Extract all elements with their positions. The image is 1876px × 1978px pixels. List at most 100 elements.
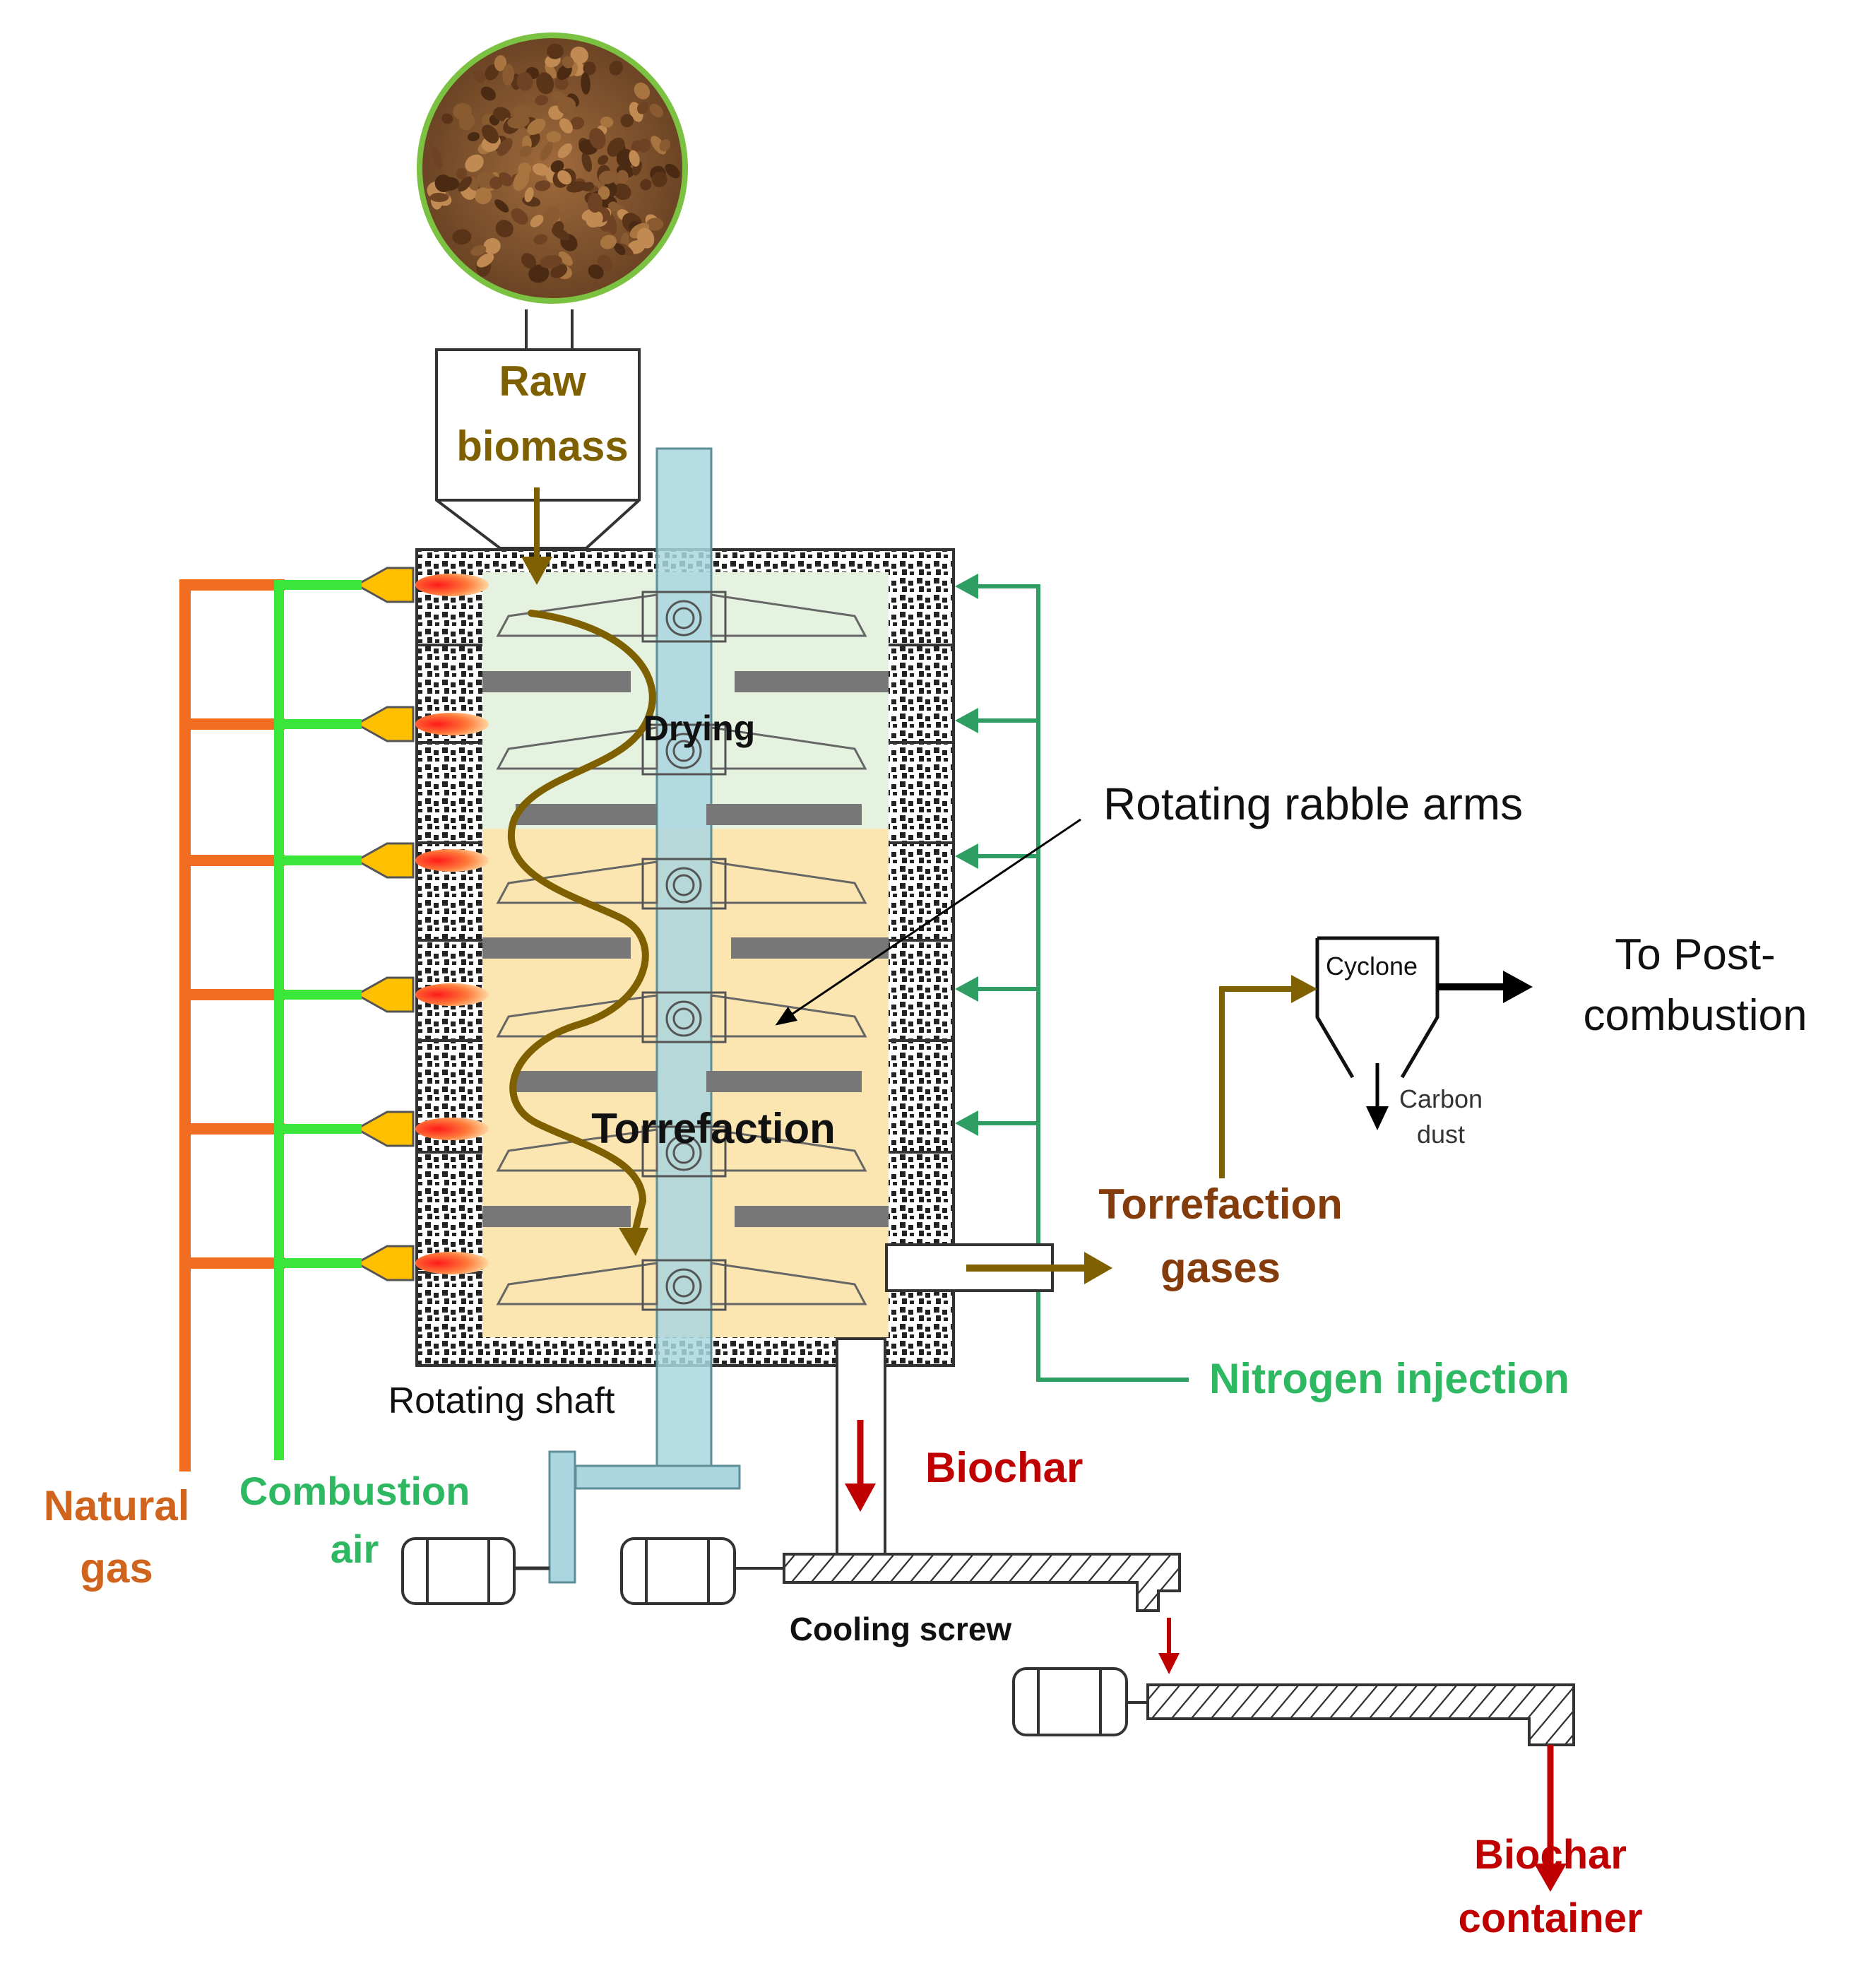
second-screw-motor bbox=[1012, 1667, 1148, 1736]
biomass-pellet bbox=[607, 201, 619, 212]
biomass-pellet bbox=[550, 264, 568, 278]
biomass-pellet bbox=[453, 102, 472, 120]
burner-nozzle bbox=[354, 976, 415, 1013]
nitrogen-inlet-arrows bbox=[955, 574, 978, 1136]
biomass-pellet bbox=[617, 170, 629, 184]
rabble-hub-ring bbox=[665, 867, 702, 904]
rabble-hub-ring bbox=[672, 1142, 695, 1164]
burner-flame bbox=[415, 713, 489, 735]
biomass-pellet bbox=[465, 154, 484, 172]
burner-flame bbox=[415, 574, 489, 596]
biomass-pellet bbox=[570, 46, 588, 64]
rabble-hub-ring bbox=[665, 1000, 702, 1037]
biomass-pellet bbox=[629, 150, 640, 167]
biomass-pellet bbox=[600, 117, 614, 128]
biomass-pellet bbox=[482, 124, 499, 144]
biomass-pellet bbox=[535, 95, 549, 106]
biomass-pellet bbox=[545, 207, 560, 223]
hearth-plates bbox=[482, 671, 889, 1227]
biomass-pellet bbox=[588, 264, 604, 280]
biomass-pellet bbox=[540, 255, 562, 268]
cooling-screw bbox=[783, 1553, 1181, 1612]
biomass-pellet bbox=[646, 218, 664, 231]
rotating-rabble-arms bbox=[496, 591, 867, 1311]
biomass-pellet bbox=[535, 180, 551, 191]
natural-gas-line2: gas bbox=[80, 1544, 153, 1592]
biomass-pellet bbox=[532, 163, 550, 176]
biomass-pellet bbox=[665, 163, 680, 179]
combustion-air-line2: air bbox=[331, 1527, 379, 1571]
burner-flame bbox=[415, 983, 489, 1006]
transfer-arrow bbox=[1158, 1618, 1180, 1674]
torrefaction-gases-line2: gases bbox=[1160, 1244, 1281, 1291]
burner-flame bbox=[415, 849, 489, 872]
biomass-pellet bbox=[528, 264, 550, 283]
second-screw bbox=[1146, 1683, 1575, 1746]
biomass-pellet bbox=[598, 155, 609, 165]
shaft-motor bbox=[401, 1537, 516, 1605]
rabble-hub-ring bbox=[672, 874, 695, 896]
biomass-photo bbox=[417, 32, 688, 304]
biomass-pellet bbox=[598, 186, 610, 200]
biomass-pellet bbox=[598, 170, 617, 184]
biomass-pellet bbox=[659, 139, 671, 152]
biomass-pellet bbox=[649, 104, 664, 118]
to-post-combustion-line1: To Post- bbox=[1615, 930, 1775, 979]
biomass-pellet bbox=[554, 76, 569, 90]
rabble-hub-ring bbox=[672, 1007, 695, 1030]
biomass-pellet bbox=[483, 238, 501, 254]
biomass-pellet bbox=[524, 187, 534, 203]
biomass-pellet bbox=[485, 64, 499, 81]
biomass-pellet bbox=[432, 147, 443, 170]
rabble-arm bbox=[496, 994, 658, 1038]
combustion-air-line1: Combustion bbox=[239, 1469, 470, 1513]
rabble-arms-pointer bbox=[775, 818, 1081, 1026]
biomass-pellet bbox=[489, 177, 503, 189]
biomass-pellet bbox=[562, 56, 574, 69]
biomass-pellet bbox=[521, 253, 537, 269]
rabble-hub-ring bbox=[665, 600, 702, 636]
rotating-shaft-label: Rotating shaft bbox=[388, 1380, 615, 1421]
biomass-pellet bbox=[640, 179, 652, 191]
biomass-pellet bbox=[636, 101, 649, 114]
rabble-hub bbox=[641, 991, 727, 1043]
biomass-pellet bbox=[507, 114, 530, 129]
cyclone-outlet-arrow bbox=[1437, 971, 1533, 1003]
burner-nozzle bbox=[354, 1245, 415, 1281]
shaft-drive bbox=[514, 1450, 741, 1584]
biomass-pellet bbox=[476, 253, 494, 268]
rabble-hub-ring bbox=[672, 1275, 695, 1298]
rabble-hub-ring bbox=[672, 607, 695, 629]
carbon-dust-line2: dust bbox=[1417, 1120, 1465, 1149]
cyclone bbox=[1315, 936, 1439, 1079]
biomass-pellet bbox=[494, 55, 507, 71]
biomass-pellet bbox=[495, 220, 513, 238]
biomass-pellet bbox=[634, 82, 651, 100]
carbon-dust-arrow bbox=[1366, 1063, 1389, 1130]
biochar-container-line1: Biochar bbox=[1474, 1832, 1627, 1878]
biomass-pellet bbox=[581, 152, 593, 172]
rabble-hub bbox=[641, 723, 727, 776]
biomass-pellet bbox=[470, 245, 487, 256]
biomass-pellet bbox=[494, 199, 509, 213]
biomass-pellet bbox=[434, 174, 452, 193]
rabble-arm bbox=[710, 1262, 867, 1305]
rabble-arm bbox=[710, 593, 867, 637]
biomass-pellet bbox=[480, 86, 496, 101]
biomass-pellet bbox=[546, 131, 562, 143]
biomass-pellet bbox=[583, 61, 596, 76]
biomass-pellet bbox=[613, 183, 631, 201]
biomass-pellet bbox=[511, 208, 528, 225]
rabble-hub bbox=[641, 1125, 727, 1178]
burner-flame bbox=[415, 1252, 489, 1274]
carbon-dust-line1: Carbon bbox=[1399, 1084, 1483, 1113]
rabble-hub-ring bbox=[665, 733, 702, 769]
cooling-screw-motor bbox=[620, 1537, 784, 1605]
raw-biomass-label-line1: Raw bbox=[499, 357, 586, 405]
hearth-separators bbox=[417, 644, 954, 1274]
combustion-air-piping bbox=[274, 580, 362, 1460]
rabble-arm bbox=[496, 1262, 658, 1305]
torrefaction-label: Torrefaction bbox=[591, 1105, 836, 1152]
rabble-arm bbox=[496, 860, 658, 904]
natural-gas-line1: Natural bbox=[44, 1482, 190, 1529]
